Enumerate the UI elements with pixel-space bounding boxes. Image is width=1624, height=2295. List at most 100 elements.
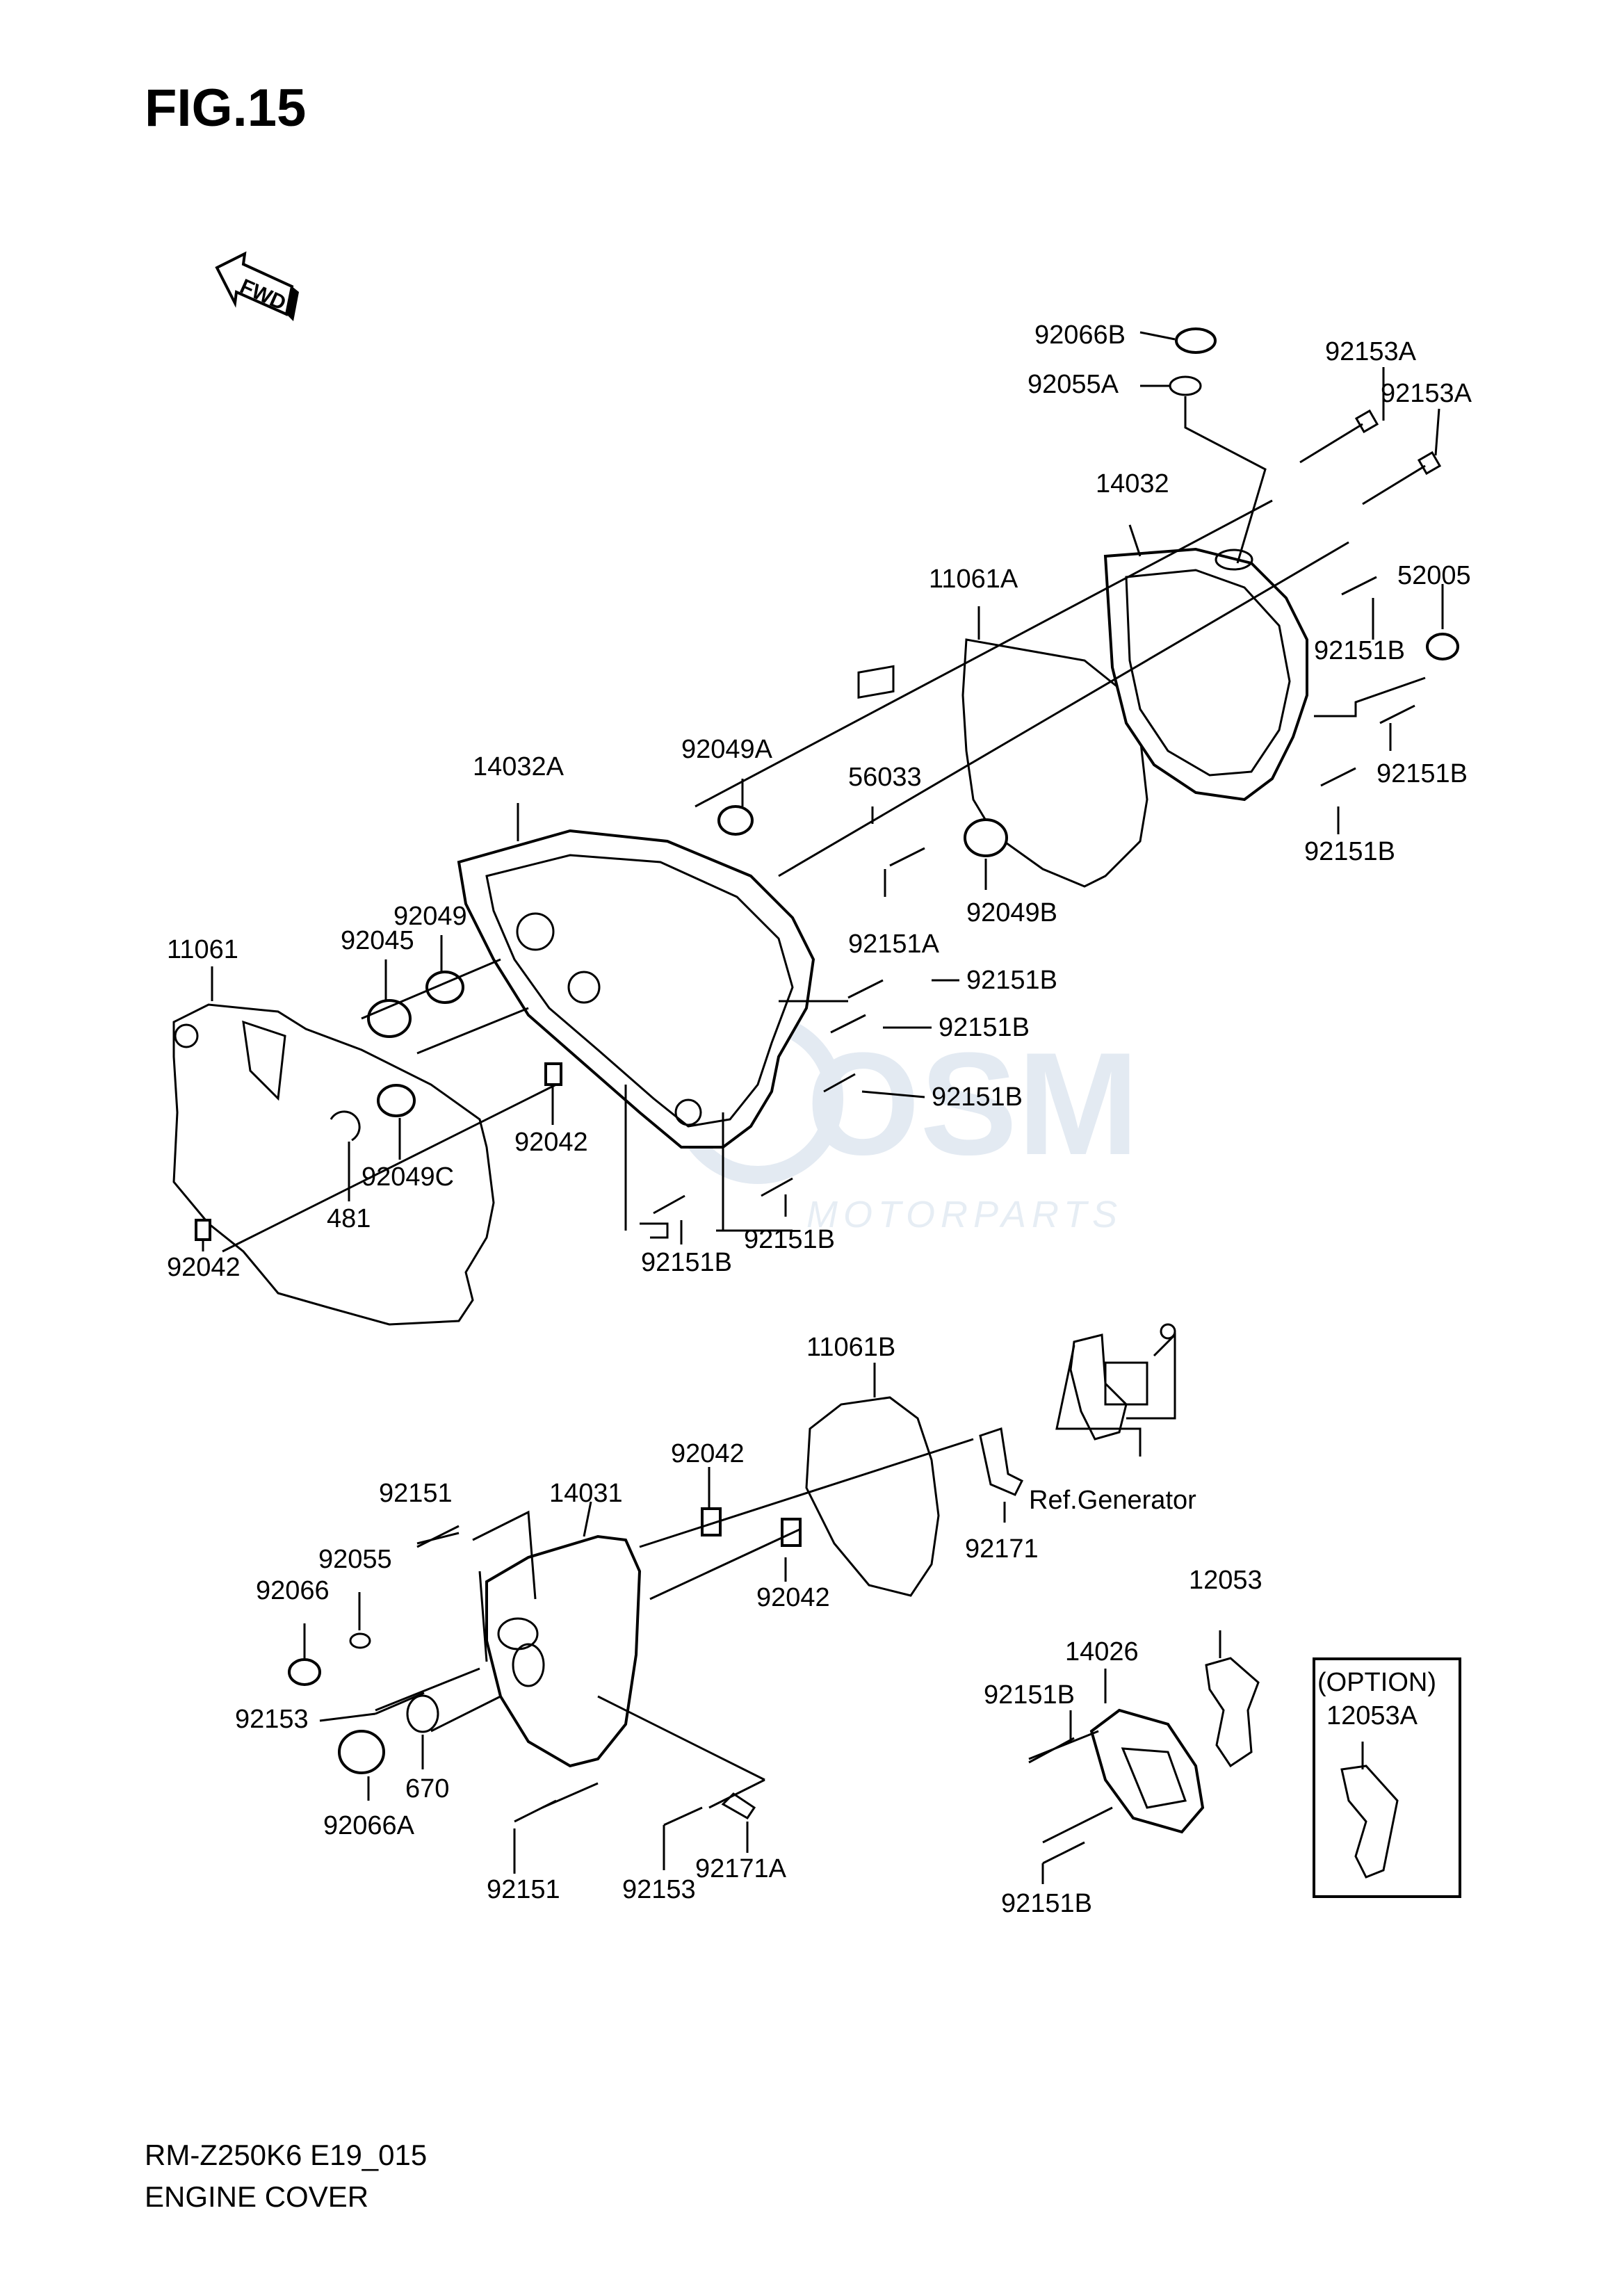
gasket-11061-hole bbox=[174, 1023, 199, 1048]
part-label-670: 670 bbox=[405, 1774, 449, 1803]
o-ring-670 bbox=[406, 1694, 439, 1733]
part-label-92151-2: 92151 bbox=[487, 1875, 560, 1904]
part-label-92151B-5: 92151B bbox=[939, 1013, 1030, 1042]
oil-seal-92049 bbox=[425, 971, 464, 1004]
part-label-481: 481 bbox=[327, 1204, 371, 1233]
o-ring-92055 bbox=[349, 1632, 371, 1649]
oil-seal-92049C bbox=[377, 1084, 416, 1117]
part-label-92153A-2: 92153A bbox=[1381, 379, 1472, 408]
part-label-11061: 11061 bbox=[167, 935, 238, 964]
part-label-92049: 92049 bbox=[393, 902, 467, 931]
part-label-92055A: 92055A bbox=[1028, 370, 1119, 399]
part-label-92171A: 92171A bbox=[695, 1854, 787, 1883]
long-bolt-92153A-1 bbox=[1299, 409, 1379, 464]
short-bolts-lower bbox=[375, 1525, 1085, 1865]
footer: RM-Z250K6 E19_015 ENGINE COVER bbox=[145, 2134, 427, 2218]
case-boss-1 bbox=[516, 912, 555, 951]
part-label-92151B-2: 92151B bbox=[1377, 759, 1468, 788]
part-label-92151B-4: 92151B bbox=[966, 966, 1057, 995]
oil-seal-92049A bbox=[717, 805, 754, 836]
cap-92066A bbox=[338, 1730, 385, 1774]
part-label-92151B-1: 92151B bbox=[1314, 636, 1405, 665]
part-label-92151A: 92151A bbox=[848, 930, 940, 959]
part-label-14026: 14026 bbox=[1065, 1637, 1139, 1666]
part-label-92153-2: 92153 bbox=[622, 1875, 696, 1904]
cover-case-14032A-rim bbox=[485, 854, 794, 1128]
long-bolt-92153A-2 bbox=[1362, 451, 1442, 505]
dowel-92042-upper bbox=[544, 1062, 562, 1086]
watermark-sub: MOTORPARTS bbox=[806, 1194, 1123, 1235]
part-label-56033: 56033 bbox=[848, 763, 922, 792]
part-label-92055: 92055 bbox=[318, 1545, 392, 1574]
part-label-14032: 14032 bbox=[1096, 469, 1169, 498]
part-label-14031: 14031 bbox=[549, 1479, 623, 1508]
plate-12053 bbox=[1205, 1657, 1260, 1768]
option-box-part: 12053A bbox=[1326, 1701, 1418, 1730]
part-label-92151B-8: 92151B bbox=[744, 1225, 835, 1254]
part-label-92151B-7: 92151B bbox=[641, 1248, 732, 1277]
part-label-92066A: 92066A bbox=[323, 1811, 415, 1840]
part-label-92049C: 92049C bbox=[362, 1162, 454, 1192]
dowel-92042-lower-left bbox=[195, 1219, 211, 1241]
part-label-92042-2: 92042 bbox=[167, 1253, 241, 1282]
outer-cover-filler bbox=[1215, 549, 1253, 571]
label-plate-56033 bbox=[857, 665, 895, 699]
figure-title: FIG.15 bbox=[145, 79, 307, 138]
ref-generator-label: Ref.Generator bbox=[1029, 1486, 1196, 1515]
part-label-92151B-9: 92151B bbox=[984, 1680, 1075, 1710]
plug-92066 bbox=[288, 1658, 321, 1686]
part-label-92049A: 92049A bbox=[681, 735, 773, 764]
part-label-92049B: 92049B bbox=[966, 898, 1057, 927]
gasket-11061-window bbox=[242, 1020, 286, 1101]
cover-14031 bbox=[485, 1534, 642, 1768]
part-label-14032A: 14032A bbox=[473, 752, 565, 781]
part-label-92151B-10: 92151B bbox=[1001, 1889, 1092, 1918]
case-boss-2 bbox=[567, 971, 601, 1004]
part-label-11061A: 11061A bbox=[929, 565, 1018, 594]
part-label-92171: 92171 bbox=[965, 1534, 1039, 1564]
dowel-92042-lower-2 bbox=[781, 1518, 802, 1547]
outer-cover-14032 bbox=[1103, 547, 1308, 802]
leader-lines-lower bbox=[303, 1332, 1364, 1884]
part-label-92151B-3: 92151B bbox=[1304, 837, 1395, 866]
cover-case-14032A bbox=[457, 829, 815, 1149]
option-box-label: (OPTION) bbox=[1317, 1668, 1436, 1697]
generator-plate bbox=[1069, 1333, 1128, 1441]
gasket-11061B bbox=[805, 1396, 940, 1597]
footer-name: ENGINE COVER bbox=[145, 2180, 369, 2213]
part-label-92042-1: 92042 bbox=[514, 1128, 588, 1157]
part-label-92153A-1: 92153A bbox=[1325, 337, 1417, 366]
case-boss-3 bbox=[674, 1098, 702, 1126]
gasket-11061 bbox=[172, 1003, 495, 1326]
part-label-92042-4: 92042 bbox=[756, 1583, 830, 1612]
short-bolts-upper bbox=[653, 576, 1415, 1215]
plate-12053A bbox=[1340, 1765, 1399, 1879]
watermark-main: OSM bbox=[806, 1022, 1139, 1185]
leader-lines-upper bbox=[202, 331, 1444, 1253]
cap-92066B bbox=[1175, 327, 1217, 354]
part-label-92151-1: 92151 bbox=[379, 1479, 453, 1508]
guard-14026 bbox=[1089, 1708, 1205, 1834]
cover-14031-window bbox=[512, 1643, 545, 1687]
oil-seal-92049B bbox=[964, 818, 1008, 857]
watermark: OSM MOTORPARTS bbox=[672, 1013, 1139, 1235]
option-box bbox=[1313, 1657, 1461, 1898]
outer-cover-14032-rim bbox=[1125, 569, 1291, 777]
generator-screw bbox=[1160, 1323, 1176, 1340]
o-ring-92055A bbox=[1169, 375, 1202, 396]
part-label-92045: 92045 bbox=[341, 926, 414, 955]
part-label-12053: 12053 bbox=[1189, 1566, 1262, 1595]
part-label-92066: 92066 bbox=[256, 1576, 330, 1605]
footer-code: RM-Z250K6 E19_015 bbox=[145, 2139, 428, 2171]
circlip-481 bbox=[330, 1110, 361, 1142]
guard-14026-grille bbox=[1121, 1747, 1187, 1809]
seal-52005 bbox=[1426, 633, 1459, 660]
generator-block bbox=[1104, 1361, 1148, 1406]
part-label-92066B: 92066B bbox=[1034, 321, 1126, 350]
part-label-52005: 52005 bbox=[1397, 561, 1471, 590]
bracket-92171 bbox=[979, 1427, 1024, 1496]
fwd-arrow-icon: FWD bbox=[215, 251, 299, 321]
part-label-92151B-6: 92151B bbox=[932, 1082, 1023, 1112]
part-label-11061B: 11061B bbox=[806, 1333, 895, 1362]
